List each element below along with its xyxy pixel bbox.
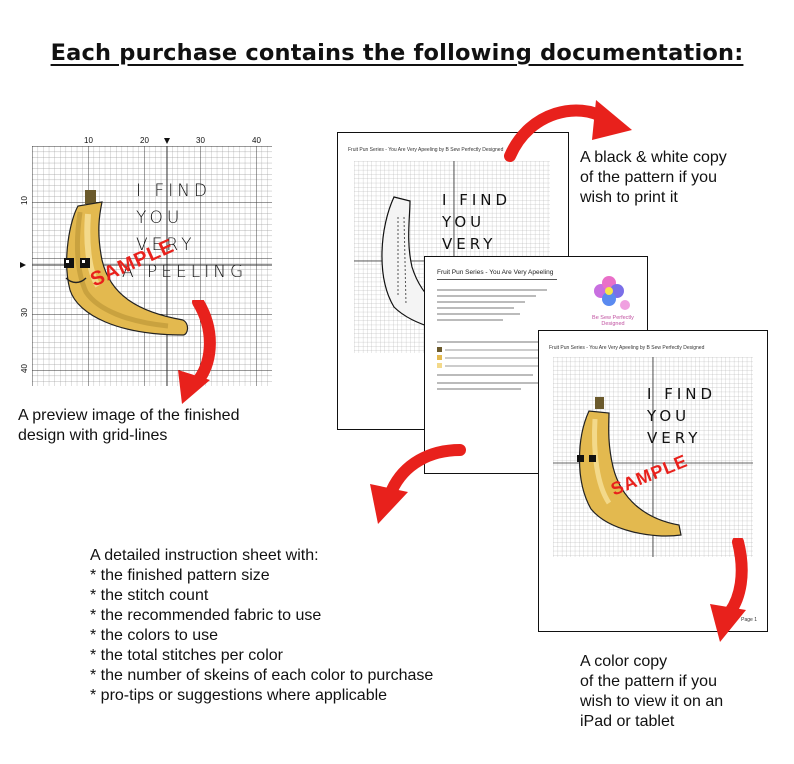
bw-phrase-line-3: VERY bbox=[442, 235, 497, 253]
bw-sheet-header: Fruit Pun Series - You Are Very Apeeling… bbox=[348, 147, 504, 153]
banana-illustration bbox=[64, 190, 189, 336]
list-item: the colors to use bbox=[90, 626, 510, 646]
tick-top-10: 10 bbox=[84, 136, 93, 145]
color-grid-svg bbox=[553, 357, 753, 557]
arrow-preview-icon bbox=[178, 300, 216, 404]
instructions-list-block: A detailed instruction sheet with: the f… bbox=[90, 546, 510, 706]
page-heading: Each purchase contains the following doc… bbox=[50, 40, 744, 66]
color-page-label: Page 1 bbox=[741, 617, 757, 623]
tick-left-10: 10 bbox=[19, 196, 29, 205]
tick-top-30: 30 bbox=[196, 136, 205, 145]
phrase-line-2: YOU bbox=[136, 208, 184, 228]
bw-caption: A black & white copy of the pattern if y… bbox=[580, 149, 727, 206]
color-phrase-line-1: I FIND bbox=[647, 385, 717, 403]
list-item: the recommended fabric to use bbox=[90, 606, 510, 626]
preview-phrase: I FIND YOU VERY A PEELING bbox=[122, 178, 247, 286]
arrow-bw-icon bbox=[504, 100, 632, 162]
color-pattern-sheet: Fruit Pun Series - You Are Very Apeeling… bbox=[538, 330, 768, 632]
phrase-line-1: I FIND bbox=[136, 181, 212, 201]
center-marker-top bbox=[164, 138, 170, 144]
tick-left-30: 30 bbox=[19, 308, 29, 317]
tick-top-20: 20 bbox=[140, 136, 149, 145]
bw-phrase-line-2: YOU bbox=[442, 213, 486, 231]
color-sheet-header: Fruit Pun Series - You Are Very Apeeling… bbox=[549, 345, 705, 351]
color-caption: A color copy of the pattern if you wish … bbox=[580, 653, 724, 730]
logo-text: Be Sew Perfectly Designed bbox=[592, 315, 634, 327]
arrow-color-icon bbox=[710, 538, 748, 642]
phrase-line-4: A PEELING bbox=[122, 262, 248, 282]
center-marker-left bbox=[20, 262, 26, 268]
list-item: the stitch count bbox=[90, 586, 510, 606]
preview-pattern: 10 20 30 40 10 30 40 I FIND YOU VERY A P… bbox=[18, 130, 280, 395]
list-item: the finished pattern size bbox=[90, 566, 510, 586]
tick-left-40: 40 bbox=[19, 364, 29, 373]
instruction-sheet-header: Fruit Pun Series - You Are Very Apeeling bbox=[437, 269, 554, 276]
color-phrase: I FIND YOU VERY bbox=[647, 383, 716, 449]
preview-caption: A preview image of the finished design w… bbox=[18, 407, 240, 444]
instructions-intro: A detailed instruction sheet with: bbox=[90, 547, 319, 564]
color-phrase-line-2: YOU bbox=[647, 407, 691, 425]
bw-phrase: I FIND YOU VERY bbox=[442, 189, 511, 255]
instructions-list: the finished pattern size the stitch cou… bbox=[90, 566, 510, 706]
arrow-instructions-icon bbox=[370, 444, 466, 524]
preview-grid-svg bbox=[20, 138, 272, 386]
bw-phrase-line-1: I FIND bbox=[442, 191, 512, 209]
list-item: pro-tips or suggestions where applicable bbox=[90, 686, 510, 706]
phrase-line-3: VERY bbox=[136, 235, 196, 255]
tick-top-40: 40 bbox=[252, 136, 261, 145]
color-phrase-line-3: VERY bbox=[647, 429, 702, 447]
instruction-sheet-details bbox=[437, 285, 547, 325]
list-item: the total stitches per color bbox=[90, 646, 510, 666]
instruction-legend bbox=[437, 337, 557, 394]
flower-logo-icon bbox=[594, 276, 630, 310]
list-item: the number of skeins of each color to pu… bbox=[90, 666, 510, 686]
